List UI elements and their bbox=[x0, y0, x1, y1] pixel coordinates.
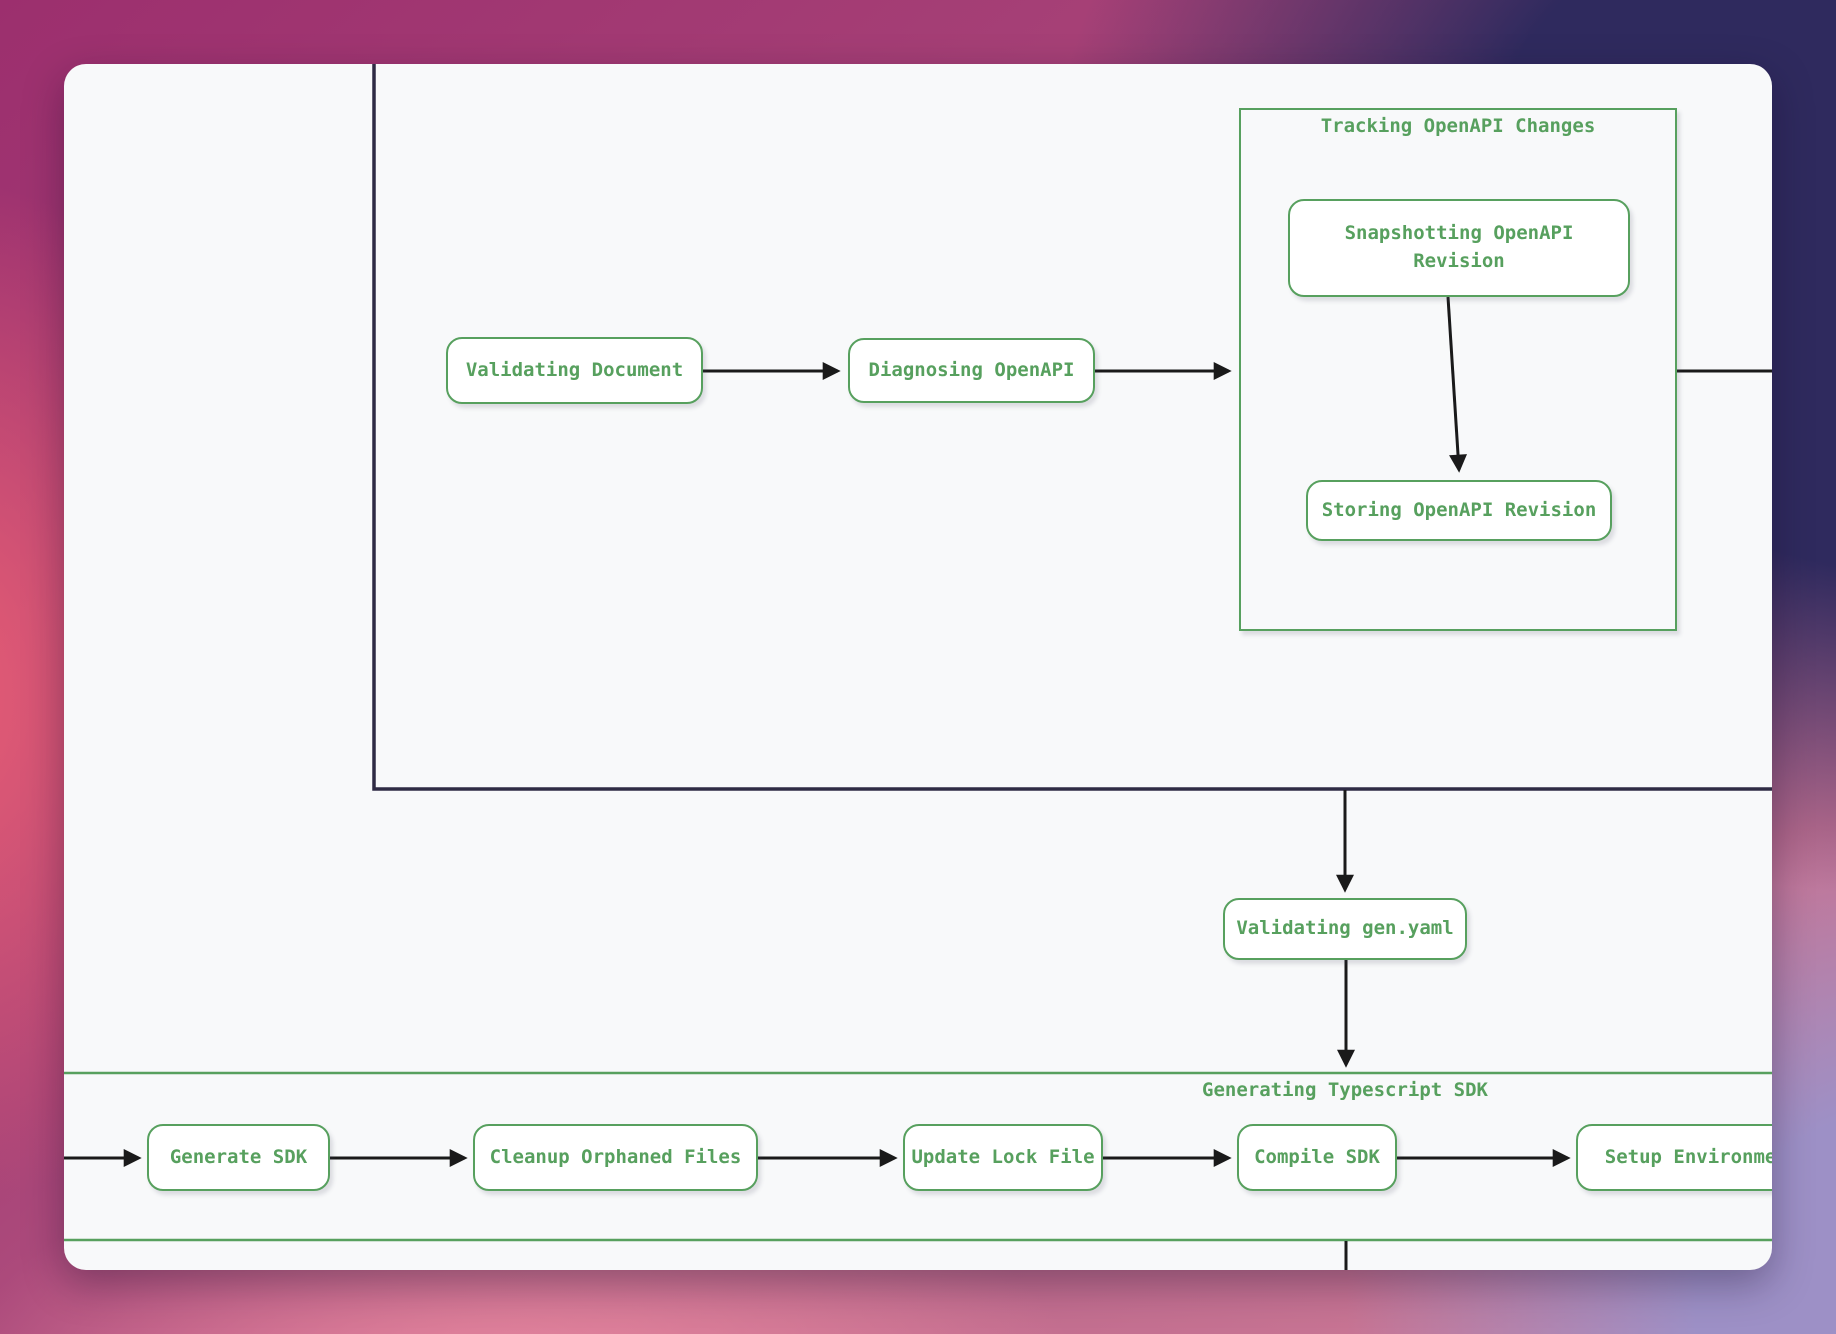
node-storing-openapi-revision: Storing OpenAPI Revision bbox=[1306, 480, 1612, 541]
diagram-canvas: Tracking OpenAPI Changes Generating Type… bbox=[64, 64, 1772, 1270]
node-label: Validating Document bbox=[465, 358, 684, 381]
section-generating-sdk-title: Generating Typescript SDK bbox=[1202, 1079, 1488, 1101]
container-boundary-line bbox=[372, 64, 1772, 791]
node-update-lock-file: Update Lock File bbox=[903, 1124, 1103, 1191]
group-tracking-title: Tracking OpenAPI Changes bbox=[1320, 115, 1596, 137]
node-label: Storing OpenAPI Revision bbox=[1321, 498, 1597, 521]
arrow-snapshotting-to-storing bbox=[1446, 296, 1468, 473]
node-label: Setup Environment bbox=[1604, 1145, 1772, 1168]
node-setup-environment: Setup Environment bbox=[1576, 1124, 1772, 1191]
node-label: Generate SDK bbox=[169, 1145, 308, 1168]
node-label: Cleanup Orphaned Files bbox=[489, 1145, 742, 1168]
group-tracking-openapi-changes bbox=[1239, 108, 1677, 631]
node-snapshotting-openapi-revision: Snapshotting OpenAPI Revision bbox=[1288, 199, 1630, 297]
node-diagnosing-openapi: Diagnosing OpenAPI bbox=[848, 338, 1095, 403]
node-compile-sdk: Compile SDK bbox=[1237, 1124, 1397, 1191]
node-label: Snapshotting OpenAPI Revision bbox=[1344, 222, 1574, 272]
node-label: Diagnosing OpenAPI bbox=[868, 358, 1075, 381]
node-cleanup-orphaned-files: Cleanup Orphaned Files bbox=[473, 1124, 758, 1191]
node-generate-sdk: Generate SDK bbox=[147, 1124, 330, 1191]
node-validating-document: Validating Document bbox=[446, 337, 703, 404]
node-label: Update Lock File bbox=[911, 1145, 1095, 1168]
node-label: Validating gen.yaml bbox=[1236, 917, 1454, 940]
node-label: Compile SDK bbox=[1254, 1145, 1380, 1168]
node-validating-gen-yaml: Validating gen.yaml bbox=[1223, 898, 1467, 960]
flow-edges bbox=[64, 64, 1772, 1270]
